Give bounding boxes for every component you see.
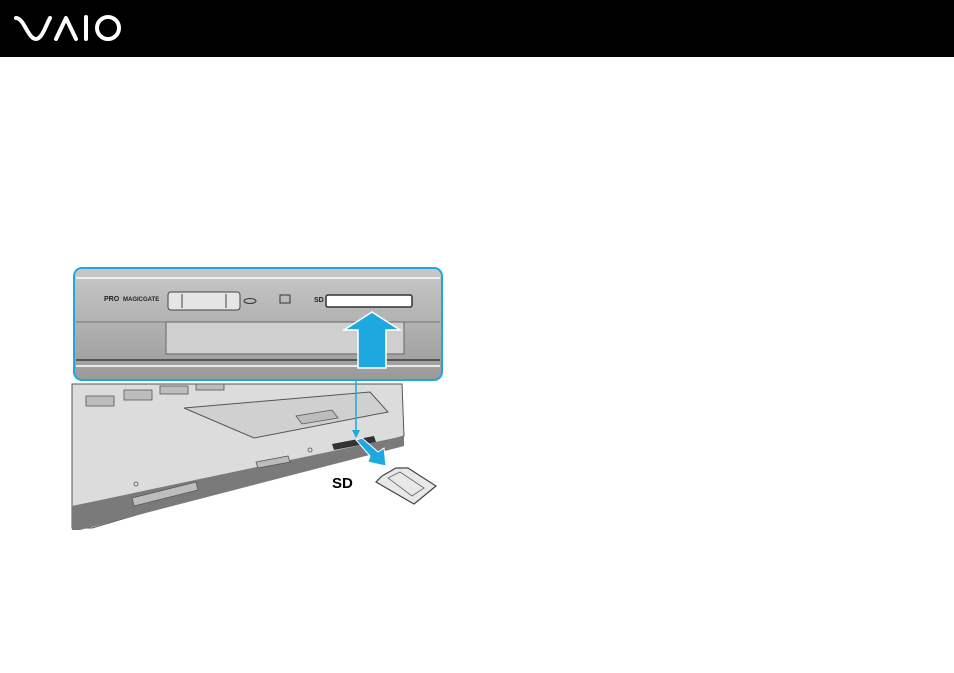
sd-card-insertion-illustration: PRO MAGICGATE SD SD <box>70 266 450 536</box>
pro-label: PRO <box>104 296 120 303</box>
header-bar <box>0 0 954 57</box>
front-panel-callout: PRO MAGICGATE SD <box>74 268 442 380</box>
sd-card-icon <box>376 468 436 504</box>
sd-slot-label: SD <box>314 297 324 304</box>
magicgate-label: MAGICGATE <box>123 297 159 303</box>
vaio-logo <box>14 13 122 43</box>
laptop-body <box>72 384 404 530</box>
sd-card-label: SD <box>332 475 353 492</box>
